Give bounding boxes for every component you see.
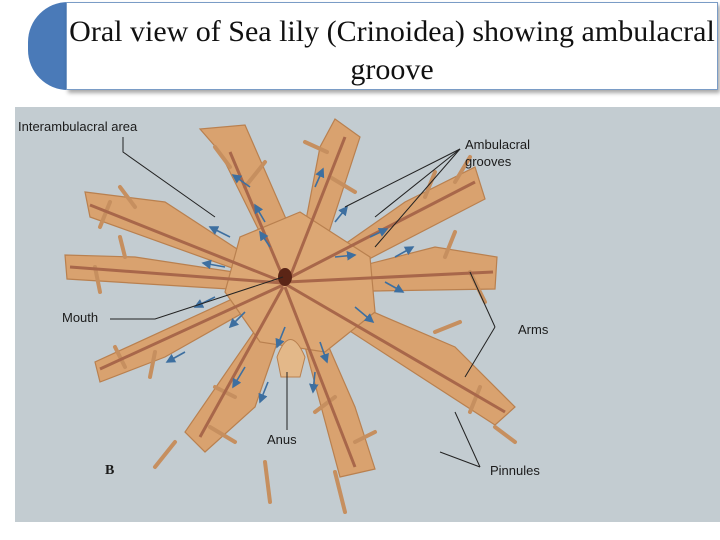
figure-letter: B: [105, 463, 114, 478]
label-ambulacral-grooves-1: Ambulacral: [465, 137, 530, 152]
label-anus: Anus: [267, 432, 297, 447]
crinoid-diagram: Interambulacral area Ambulacral grooves …: [15, 107, 720, 522]
label-arms: Arms: [518, 322, 549, 337]
label-interambulacral-area: Interambulacral area: [18, 119, 138, 134]
mouth: [278, 268, 292, 286]
label-pinnules: Pinnules: [490, 463, 540, 478]
title-panel: Oral view of Sea lily (Crinoidea) showin…: [66, 2, 718, 90]
label-ambulacral-grooves-2: grooves: [465, 154, 512, 169]
title-header: Oral view of Sea lily (Crinoidea) showin…: [28, 2, 718, 90]
slide-title: Oral view of Sea lily (Crinoidea) showin…: [67, 13, 717, 89]
label-mouth: Mouth: [62, 310, 98, 325]
crinoid-figure: Interambulacral area Ambulacral grooves …: [15, 107, 720, 522]
